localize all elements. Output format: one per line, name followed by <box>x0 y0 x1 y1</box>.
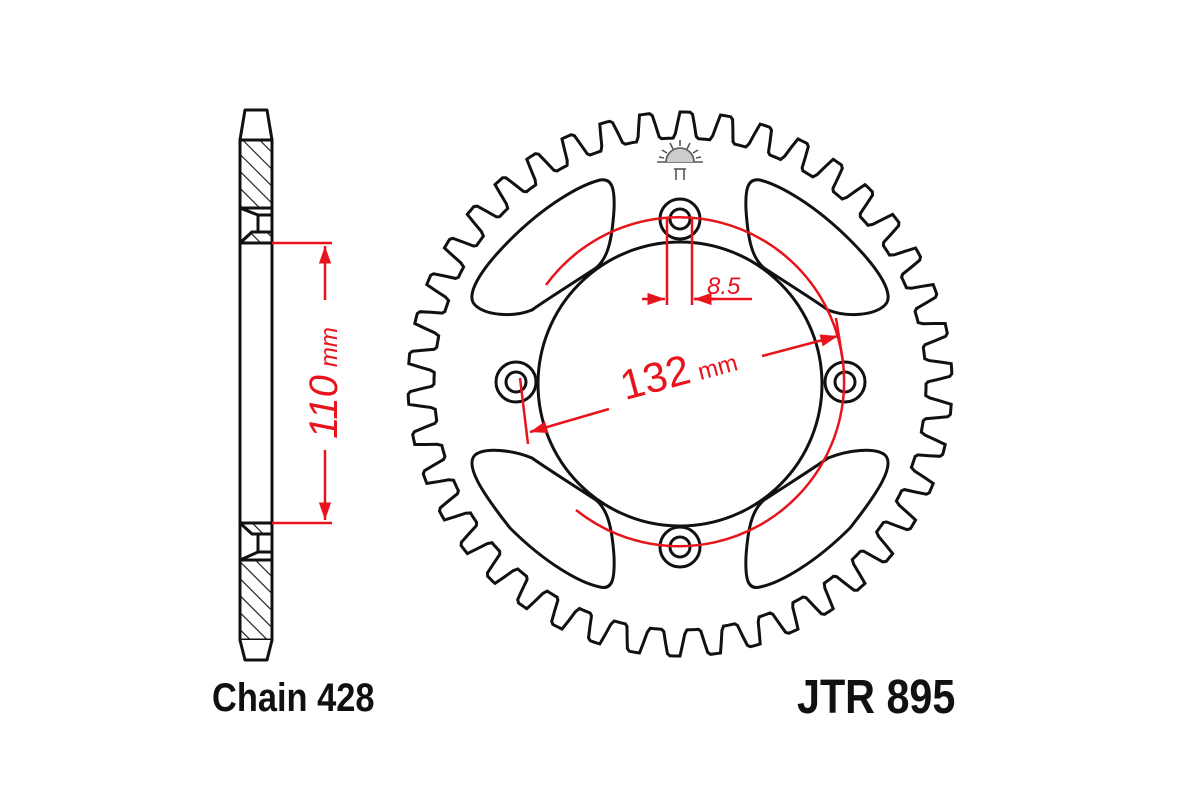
bolt-hole-left <box>494 360 538 404</box>
rising-sun-logo-icon <box>657 140 703 180</box>
dimension-110mm <box>272 241 332 525</box>
lightening-cutouts <box>470 178 890 590</box>
cutout-bottom-left <box>470 448 616 590</box>
dimension-bolt-text: 8.5 <box>707 273 741 300</box>
dimension-pcd-132mm <box>518 216 846 548</box>
cutout-bottom-right <box>744 448 890 590</box>
part-number-label: JTR 895 <box>797 671 956 724</box>
side-profile <box>238 108 274 662</box>
sprocket-front <box>406 110 954 658</box>
dimension-110mm-text: 110mm <box>302 327 346 439</box>
chain-size-label: Chain 428 <box>212 676 375 720</box>
cutout-top-left <box>470 178 616 317</box>
dimension-bolt-8-5 <box>642 219 752 306</box>
